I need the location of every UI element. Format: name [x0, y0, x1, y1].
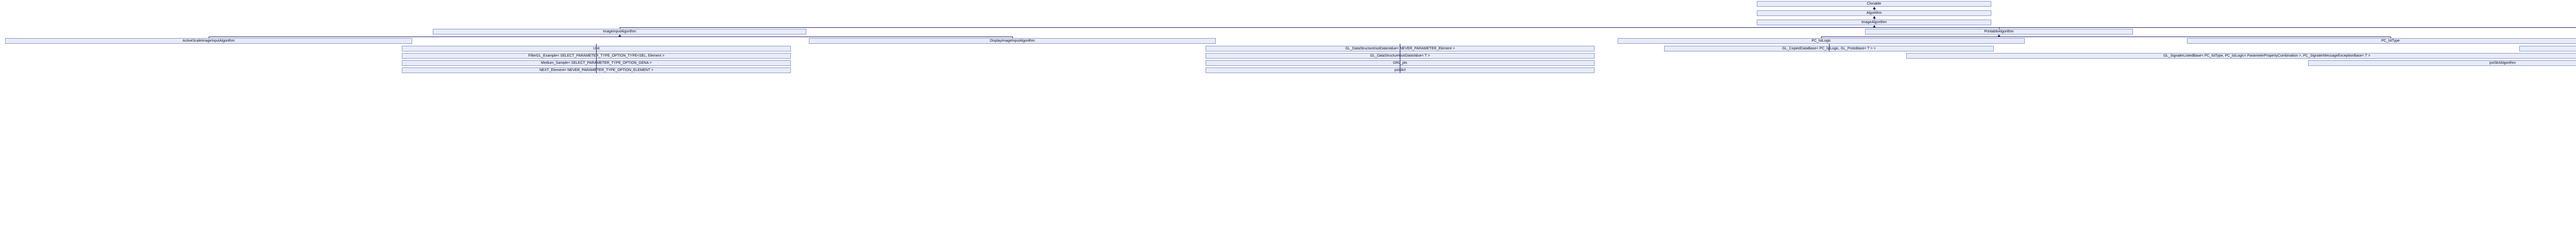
branch-riser — [596, 44, 597, 73]
class-node[interactable]: GL_SignalerListedBase< PC_lstType, GL_Pr… — [2519, 46, 2576, 51]
inheritance-edge-vertical — [1874, 18, 1875, 20]
inheritance-edge-vertical — [1874, 9, 1875, 10]
class-node[interactable]: ActiveScaleImageInputAlgorithm — [5, 38, 412, 44]
inheritance-edge-vertical — [1012, 36, 1013, 38]
class-node[interactable]: GL_SignalerListedBase< PC_lstType, PC_ls… — [1906, 53, 2576, 59]
class-node[interactable]: PC_lstLogic — [1618, 38, 2025, 44]
class-node[interactable]: DisplayImageInputAlgorithm — [809, 38, 1216, 44]
class-node[interactable]: ImageInputAlgorithm — [433, 29, 806, 34]
class-node[interactable]: PrintableAlgorithm — [1865, 29, 2133, 34]
inheritance-edge-vertical — [1821, 36, 1822, 38]
inheritance-edge-horizontal — [1874, 27, 2576, 28]
class-node[interactable]: ImageAlgorithm — [1757, 20, 1991, 25]
inheritance-arrow-icon — [618, 34, 621, 37]
inheritance-arrow-icon — [1872, 25, 1876, 28]
class-node[interactable]: PC_lstType — [2187, 38, 2576, 44]
class-node[interactable]: Clonable — [1757, 1, 1991, 7]
inheritance-edge-horizontal — [619, 27, 1874, 28]
inheritance-arrow-icon — [1997, 34, 2001, 37]
inheritance-arrow-icon — [1872, 16, 1876, 19]
inheritance-arrow-icon — [1872, 7, 1876, 9]
class-node[interactable]: pstSkrlAlgorithm — [2308, 60, 2576, 66]
class-node[interactable]: Algorithm — [1757, 10, 1991, 16]
